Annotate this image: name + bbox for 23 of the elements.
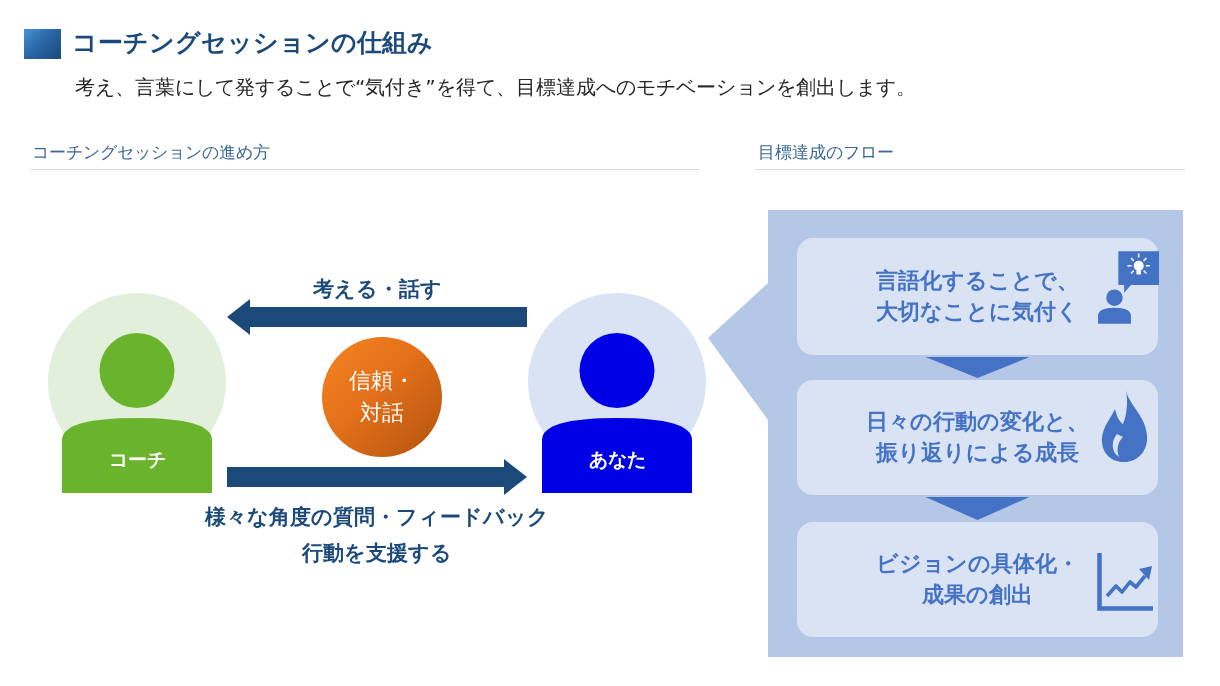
person-name: コーチ	[108, 448, 166, 472]
chevron-arrow	[925, 497, 1030, 520]
flow-step-box	[797, 380, 1158, 495]
edge-label: 考える・話す	[312, 276, 442, 303]
person-name: あなた	[588, 448, 646, 472]
step-text: 言語化することで、大切なことに気付く	[875, 267, 1080, 326]
step-text: 日々の行動の変化と、振り返りによる成長	[865, 408, 1090, 467]
step-text: ビジョンの具体化・成果の創出	[875, 550, 1080, 609]
callout-panel	[708, 210, 1183, 657]
flow-step-box	[797, 238, 1158, 355]
person-figure	[527, 293, 707, 493]
action-note: 行動を支援する	[302, 540, 452, 567]
edge-label: 様々な角度の質問・フィードバック	[205, 504, 549, 531]
flow-step-box	[797, 522, 1158, 637]
chevron-arrow	[925, 357, 1030, 378]
subtitle: 考え、言葉にして発することで“気付き”を得て、目標達成へのモチベーションを創出します。	[75, 74, 916, 101]
node-text: 信頼・対話	[348, 367, 416, 427]
block-arrow	[227, 299, 527, 335]
section-heading: コーチングセッションの進め方	[32, 141, 270, 164]
title: コーチングセッションの仕組み	[72, 27, 433, 59]
block-arrow	[227, 459, 527, 495]
person-figure	[47, 293, 227, 493]
section-heading: 目標達成のフロー	[758, 141, 894, 164]
